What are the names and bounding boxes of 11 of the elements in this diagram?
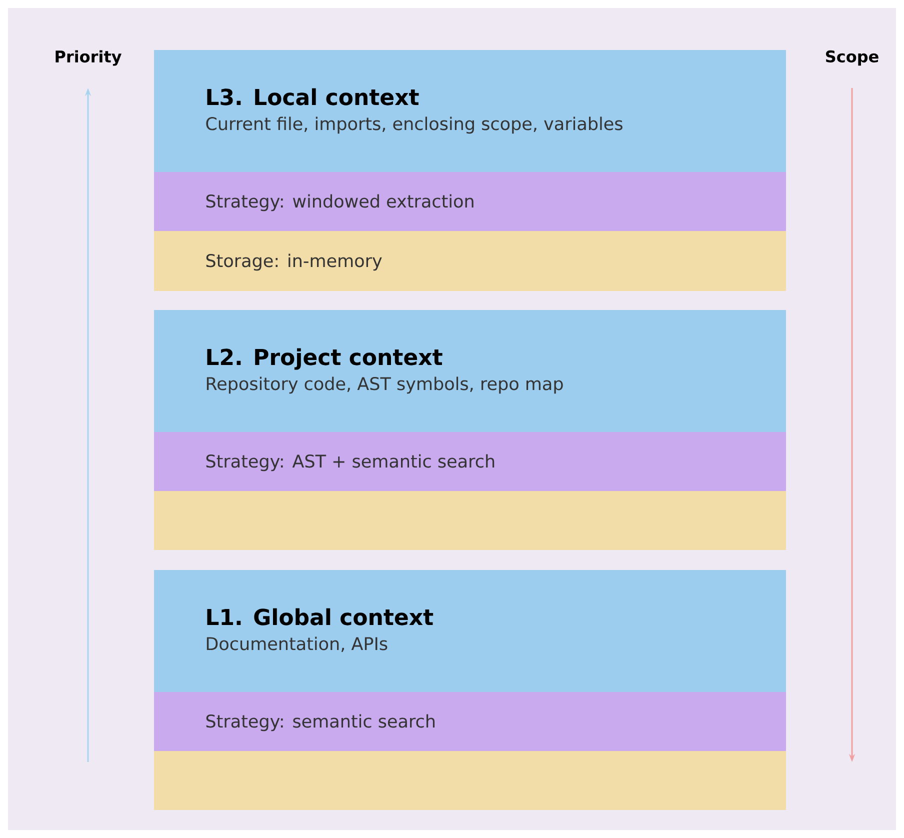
strategy-band: Strategy: windowed extraction (154, 172, 786, 231)
axis-label: Scope (826, 50, 878, 66)
storage-band (154, 751, 786, 810)
layer-box: L1. Global context Documentation, APIs (154, 570, 786, 692)
strategy-band: Strategy: AST + semantic search (154, 432, 786, 491)
axis-label: Priority (56, 50, 122, 66)
storage-band (154, 491, 786, 550)
layer-box: L2. Project context Repository code, AST symbols, repo map (154, 310, 786, 432)
storage-band: Storage: in-memory (154, 231, 786, 291)
layer-box: L3. Local context Current file, imports, enclosing scope, variables (154, 50, 786, 172)
strategy-band: Strategy: semantic search (154, 692, 786, 751)
